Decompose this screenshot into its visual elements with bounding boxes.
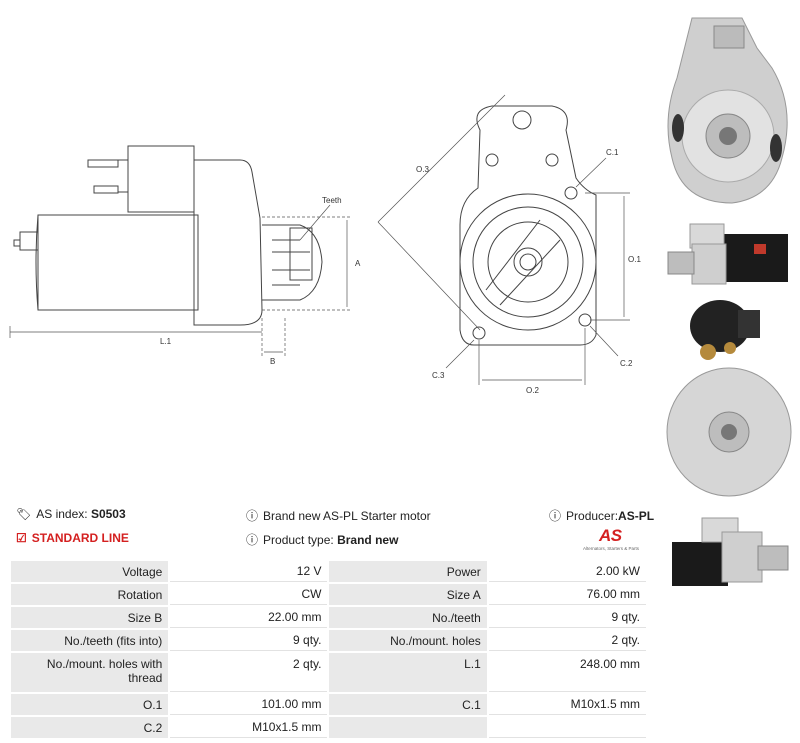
product-photo-side-2 xyxy=(672,517,789,586)
spec-value: CW xyxy=(170,584,328,605)
spec-label: O.1 xyxy=(11,694,169,715)
label-o2: O.2 xyxy=(526,386,539,395)
logo-mark: AS xyxy=(599,526,622,545)
checkbox-icon: ☑ xyxy=(16,531,27,545)
spec-value: 9 qty. xyxy=(488,607,646,628)
info-icon: ⓘ xyxy=(246,533,259,547)
product-type-label: Product type: xyxy=(263,533,334,547)
spec-label: No./mount. holes with thread xyxy=(11,653,169,692)
table-row: Rotation CW Size A 76.00 mm xyxy=(11,584,646,605)
product-photo-side xyxy=(667,223,788,285)
spec-value xyxy=(488,717,646,738)
spec-value: M10x1.5 mm xyxy=(170,717,328,738)
spec-label: No./teeth xyxy=(329,607,487,628)
spec-table: Voltage 12 V Power 2.00 kW Rotation CW S… xyxy=(9,559,648,740)
spec-label: C.2 xyxy=(11,717,169,738)
table-row: Voltage 12 V Power 2.00 kW xyxy=(11,561,646,582)
table-row: No./mount. holes with thread 2 qty. L.1 … xyxy=(11,653,646,692)
spec-value: 2 qty. xyxy=(170,653,328,692)
info-icon: ⓘ xyxy=(549,509,562,523)
spec-label: Power xyxy=(329,561,487,582)
logo-tagline: Alternators, Starters & Parts xyxy=(583,546,640,551)
standard-line-label: STANDARD LINE xyxy=(31,531,129,545)
table-row: O.1 101.00 mm C.1 M10x1.5 mm xyxy=(11,694,646,715)
product-photo-rear xyxy=(666,300,792,497)
description-text: Brand new AS-PL Starter motor xyxy=(263,509,431,523)
producer: ⓘ Producer:AS-PL xyxy=(549,507,654,524)
producer-label: Producer: xyxy=(566,509,619,523)
product-type: ⓘ Product type: Brand new xyxy=(246,531,398,548)
product-description: ⓘ Brand new AS-PL Starter motor xyxy=(246,507,431,524)
spec-value: M10x1.5 mm xyxy=(488,694,646,715)
product-photo-front xyxy=(667,17,788,204)
spec-label xyxy=(329,717,487,738)
label-b: B xyxy=(270,357,275,366)
label-o3: O.3 xyxy=(416,165,429,174)
as-index: 🏷︎ AS index: S0503 xyxy=(16,507,126,521)
label-c1: C.1 xyxy=(606,148,619,157)
spec-value: 76.00 mm xyxy=(488,584,646,605)
spec-value: 22.00 mm xyxy=(170,607,328,628)
spec-value: 12 V xyxy=(170,561,328,582)
spec-label: No./teeth (fits into) xyxy=(11,630,169,651)
technical-drawing: Teeth A L.1 B O.3 C.1 O.1 C.2 C.3 O.2 xyxy=(9,94,641,395)
spec-value: 101.00 mm xyxy=(170,694,328,715)
info-icon: ⓘ xyxy=(246,509,259,523)
spec-value: 248.00 mm xyxy=(488,653,646,692)
label-o1: O.1 xyxy=(628,255,641,264)
label-c3: C.3 xyxy=(432,371,445,380)
label-l1: L.1 xyxy=(160,337,172,346)
spec-label: Size A xyxy=(329,584,487,605)
spec-label: Rotation xyxy=(11,584,169,605)
table-row: C.2 M10x1.5 mm xyxy=(11,717,646,738)
spec-label: C.1 xyxy=(329,694,487,715)
standard-line: ☑ STANDARD LINE xyxy=(16,531,129,545)
label-a: A xyxy=(355,259,361,268)
spec-label: No./mount. holes xyxy=(329,630,487,651)
spec-value: 2.00 kW xyxy=(488,561,646,582)
table-row: No./teeth (fits into) 9 qty. No./mount. … xyxy=(11,630,646,651)
as-index-value: S0503 xyxy=(90,507,126,521)
producer-value: AS-PL xyxy=(618,509,655,523)
label-c2: C.2 xyxy=(620,359,633,368)
spec-label: Voltage xyxy=(11,561,169,582)
as-pl-logo: AS Alternators, Starters & Parts xyxy=(583,526,653,552)
spec-value: 2 qty. xyxy=(488,630,646,651)
spec-label: L.1 xyxy=(329,653,487,692)
product-type-value: Brand new xyxy=(337,533,399,547)
table-row: Size B 22.00 mm No./teeth 9 qty. xyxy=(11,607,646,628)
as-index-label: AS index: xyxy=(36,507,88,521)
spec-value: 9 qty. xyxy=(170,630,328,651)
label-teeth: Teeth xyxy=(322,196,342,205)
tag-icon: 🏷︎ xyxy=(16,507,32,521)
spec-label: Size B xyxy=(11,607,169,628)
